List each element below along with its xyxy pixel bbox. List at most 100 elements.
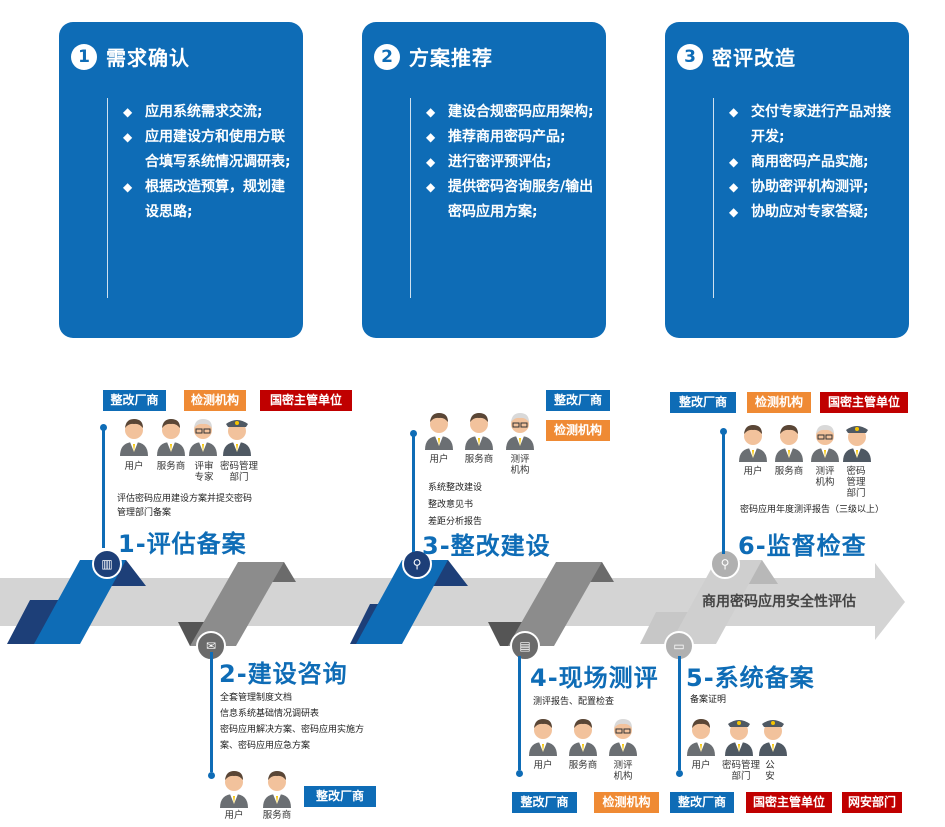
stage-text: 管理部门备案 [117, 508, 172, 518]
person-user-icon [739, 425, 767, 462]
person-provider-icon [569, 719, 597, 756]
person-provider-icon [157, 419, 185, 456]
card-icon: ▤ [510, 631, 540, 661]
stage-text: 全套管理制度文档 [220, 693, 293, 703]
card-item: 进行密评预评估; [426, 150, 596, 175]
stage-text: 密码应用年度测评报告（三级以上） [740, 505, 885, 515]
tag-crypto-authority: 国密主管单位 [260, 390, 352, 411]
person-label: 用户 [429, 454, 449, 465]
tag-crypto-authority: 国密主管单位 [746, 792, 832, 813]
card-item: 协助密评机构测评; [729, 175, 899, 200]
tag-testing-org: 检测机构 [184, 390, 246, 411]
stage-title: 5-系统备案 [686, 664, 815, 692]
person-expert-icon [189, 419, 217, 456]
card-item: 建设合规密码应用架构; [426, 100, 596, 125]
stage-text: 密码应用解决方案、密码应用实施方 [220, 725, 365, 735]
stage-text: 差距分析报告 [428, 517, 483, 527]
pole [678, 656, 681, 770]
divider [107, 98, 108, 298]
person-user-icon [529, 719, 557, 756]
stage-text: 整改意见书 [428, 500, 474, 510]
person-assessor-icon [811, 425, 839, 462]
person-officer-icon [223, 420, 251, 456]
stage-text: 信息系统基础情况调研表 [220, 709, 320, 719]
pole-dot [100, 424, 107, 431]
card-item: 提供密码咨询服务/输出密码应用方案; [426, 175, 596, 225]
pole [722, 432, 725, 554]
arrow-label: 商用密码应用安全性评估 [702, 594, 856, 610]
person-officer-icon [725, 720, 753, 756]
person-label: 用户 [124, 461, 144, 472]
pole [518, 656, 521, 770]
person-label: 密码管理部门 [722, 760, 761, 782]
stage-title: 1-评估备案 [118, 530, 247, 558]
person-label: 用户 [691, 760, 711, 771]
card-title: 需求确认 [106, 46, 190, 70]
building-icon: ▥ [92, 549, 122, 579]
stage-title: 3-整改建设 [422, 532, 551, 560]
card-item: 推荐商用密码产品; [426, 125, 596, 150]
tag-vendor: 整改厂商 [670, 792, 734, 813]
stage-text: 案、密码应用应急方案 [220, 741, 311, 751]
card-item: 商用密码产品实施; [729, 150, 899, 175]
person-label: 公安 [765, 760, 775, 782]
step-number: 1 [71, 43, 97, 70]
person-police-icon [759, 720, 787, 756]
person-label: 服务商 [262, 810, 292, 821]
divider [713, 98, 714, 298]
tag-crypto-authority: 国密主管单位 [820, 392, 908, 413]
card-item: 应用建设方和使用方联合填写系统情况调研表; [123, 125, 293, 175]
pole-dot [720, 428, 727, 435]
pole-dot [410, 430, 417, 437]
person-label: 服务商 [464, 454, 494, 465]
person-label: 评审专家 [194, 461, 214, 483]
person-label: 用户 [743, 466, 763, 477]
pole-dot [516, 770, 523, 777]
stage-text: 评估密码应用建设方案并提交密码 [117, 494, 253, 504]
tag-vendor: 整改厂商 [103, 390, 166, 411]
pole [102, 428, 105, 548]
person-label: 用户 [224, 810, 244, 821]
tag-vendor: 整改厂商 [670, 392, 736, 413]
card-item: 应用系统需求交流; [123, 100, 293, 125]
pole-dot [676, 770, 683, 777]
pole-dot [208, 772, 215, 779]
pole [412, 434, 415, 552]
person-user-icon [687, 719, 715, 756]
person-label: 测评机构 [510, 454, 530, 476]
person-label: 服务商 [568, 760, 598, 771]
network-icon: ⚲ [402, 549, 432, 579]
network-icon: ⚲ [710, 549, 740, 579]
person-user-icon [220, 771, 248, 808]
person-user-icon [120, 419, 148, 456]
tag-testing-org: 检测机构 [594, 792, 659, 813]
stage-title: 6-监督检查 [738, 532, 867, 560]
stage-title: 2-建设咨询 [219, 660, 348, 688]
divider [410, 98, 411, 298]
person-label: 服务商 [774, 466, 804, 477]
tag-vendor: 整改厂商 [304, 786, 376, 807]
person-label: 服务商 [156, 461, 186, 472]
stage-text: 系统整改建设 [428, 483, 483, 493]
tag-cybersecurity-dept: 网安部门 [842, 792, 902, 813]
person-label: 测评机构 [815, 466, 835, 488]
stage-text: 测评报告、配置检查 [533, 697, 615, 707]
stage-text: 备案证明 [690, 695, 727, 705]
card-requirements: 1 需求确认 应用系统需求交流; 应用建设方和使用方联合填写系统情况调研表; 根据… [59, 22, 303, 338]
card-item: 根据改造预算，规划建设思路; [123, 175, 293, 225]
step-number: 2 [374, 43, 400, 70]
tag-vendor: 整改厂商 [512, 792, 577, 813]
step-number: 3 [677, 43, 703, 70]
person-provider-icon [465, 413, 493, 450]
person-label: 用户 [533, 760, 553, 771]
person-officer-icon [843, 426, 871, 462]
person-label: 密码管理部门 [846, 466, 866, 499]
card-item: 交付专家进行产品对接开发; [729, 100, 899, 150]
card-title: 密评改造 [712, 46, 796, 70]
card-item: 协助应对专家答疑; [729, 200, 899, 225]
person-provider-icon [775, 425, 803, 462]
person-label: 测评机构 [613, 760, 633, 782]
